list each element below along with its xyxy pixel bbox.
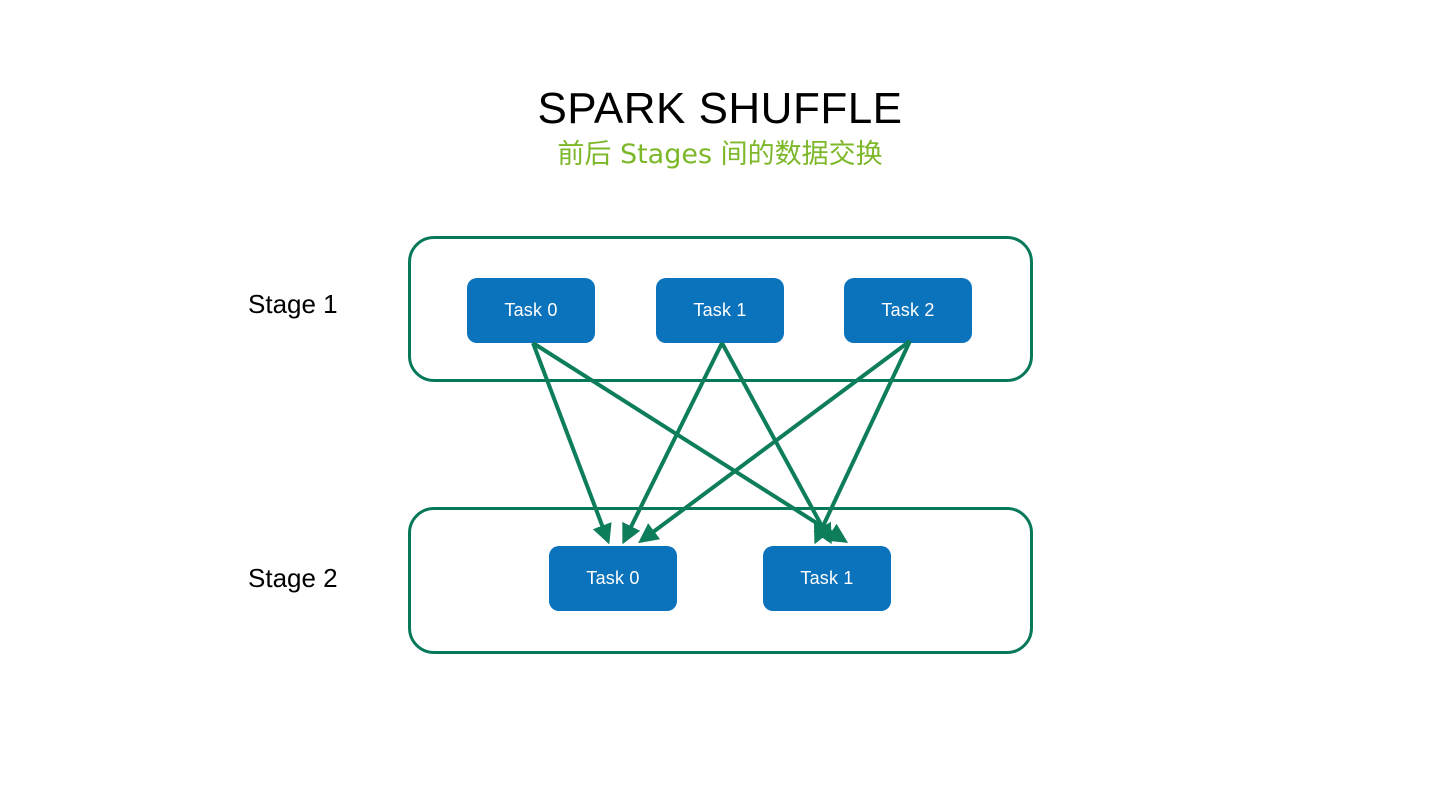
- stage-2-label: Stage 2: [248, 563, 338, 593]
- page-subtitle: 前后 Stages 间的数据交换: [557, 138, 883, 170]
- stage-1-label: Stage 1: [248, 289, 338, 319]
- stage-1-task-1[interactable]: Task 1: [656, 278, 784, 343]
- stage-1-task-2[interactable]: Task 2: [844, 278, 972, 343]
- title-block: SPARK SHUFFLE 前后 Stages 间的数据交换: [0, 84, 1440, 171]
- stage-2-container: [408, 507, 1033, 654]
- stage-1-task-0[interactable]: Task 0: [467, 278, 595, 343]
- page-title: SPARK SHUFFLE: [537, 84, 903, 133]
- stage-2-task-1[interactable]: Task 1: [763, 546, 891, 611]
- stage-2-task-0[interactable]: Task 0: [549, 546, 677, 611]
